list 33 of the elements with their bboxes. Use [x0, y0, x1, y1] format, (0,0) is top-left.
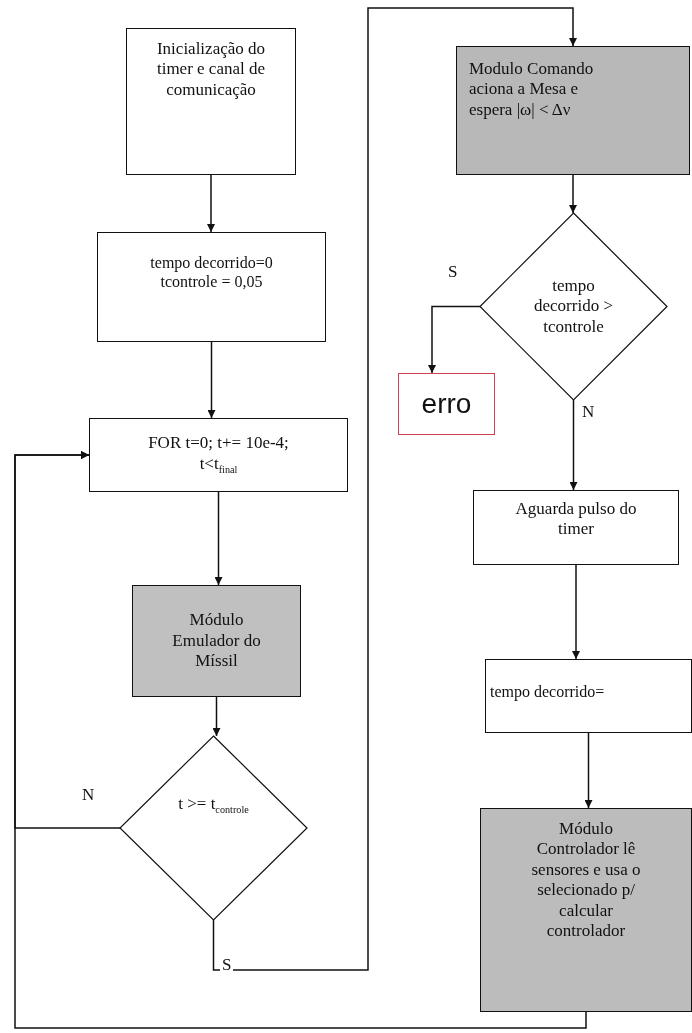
box-text: erro — [421, 387, 472, 421]
box-text: t >= t$_{controle}$ — [178, 794, 249, 817]
box-text: Modulo Comando aciona a Mesa e espera |ω| < Δν — [469, 59, 595, 121]
box-text: Módulo Emulador do Míssil — [171, 610, 262, 672]
process-box — [473, 490, 679, 565]
box-text: tempo decorrido= — [490, 682, 605, 702]
arrow — [569, 174, 577, 214]
process-box — [480, 808, 692, 1012]
box-text: Inicialização do timer e canal de comunicação — [155, 39, 267, 101]
decision-diamond — [120, 736, 307, 920]
process-box — [132, 585, 301, 697]
arrow — [569, 399, 578, 491]
box-text: Aguarda pulso do timer — [514, 499, 638, 540]
arrow — [212, 696, 221, 737]
decision-diamond — [480, 213, 667, 400]
arrow — [14, 451, 587, 1029]
process-box — [485, 659, 692, 733]
process-box — [97, 232, 326, 342]
box-text: tempo decorrido > tcontrole — [533, 275, 614, 338]
error-box — [398, 373, 495, 435]
process-box — [126, 28, 296, 175]
arrow — [584, 732, 593, 809]
box-text: Módulo Controlador lê sensores e usa o selecionado p/ calcular controlador — [530, 819, 642, 942]
box-text: FOR t=0; t+= 10e-4; t<t$_{final}$ — [147, 433, 290, 477]
arrow — [212, 7, 577, 971]
arrow — [214, 491, 223, 586]
process-box — [456, 46, 690, 175]
arrow — [572, 564, 580, 660]
box-text: tempo decorrido=0 tcontrole = 0,05 — [149, 253, 274, 292]
arrow — [207, 174, 215, 233]
arrow — [207, 341, 216, 419]
process-box — [89, 418, 348, 492]
arrow — [428, 305, 481, 374]
